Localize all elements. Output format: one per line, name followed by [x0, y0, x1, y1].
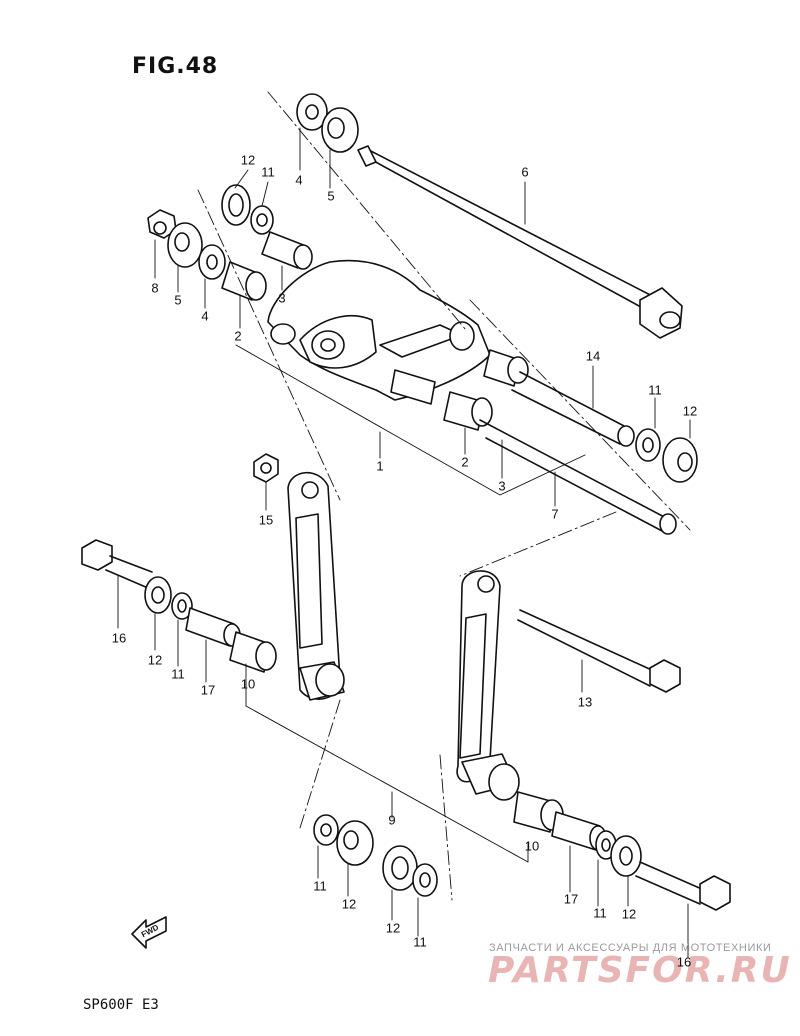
callout-12-bottom-b: 12	[385, 920, 401, 936]
seal-part-12-right	[662, 437, 698, 483]
callout-1: 1	[376, 458, 384, 474]
spacer-part-17-left	[185, 607, 241, 647]
callout-9: 9	[388, 812, 396, 828]
spacer-part-14	[511, 371, 635, 447]
washer-part-4-top	[296, 93, 328, 131]
callout-13: 13	[577, 694, 593, 710]
model-code: SP600F E3	[83, 997, 159, 1013]
callout-14: 14	[585, 348, 601, 364]
callout-5-top: 5	[327, 188, 335, 204]
callout-2-left: 2	[234, 328, 242, 344]
bearing-part-3-right	[483, 349, 529, 387]
callout-5-left: 5	[174, 292, 182, 308]
callout-12-lower-right: 12	[621, 906, 637, 922]
bearing-part-10-left	[229, 631, 277, 673]
watermark-logo: PARTSFOR.RU	[488, 950, 792, 991]
callout-12-upper-right: 12	[682, 403, 698, 419]
bearing-part-2-left	[221, 261, 267, 301]
callout-2-right: 2	[461, 454, 469, 470]
cushion-lever-part-1	[267, 259, 491, 405]
seal-part-12-lower-right	[610, 835, 642, 877]
bearing-part-2-right	[443, 391, 493, 431]
seal-part-12-bottom-b	[382, 845, 418, 891]
washer-part-4-left	[198, 244, 226, 280]
callout-6: 6	[521, 164, 529, 180]
callout-11-lower-right: 11	[593, 905, 607, 921]
callout-12-upper-left: 12	[240, 152, 256, 168]
shaft-part-7	[479, 419, 677, 535]
watermark-tagline: ЗАПЧАСТИ И АКСЕССУАРЫ ДЛЯ МОТОТЕХНИКИ	[489, 942, 772, 954]
callout-12-mid-left: 12	[147, 652, 163, 668]
bearing-part-3-left	[261, 231, 313, 270]
callout-11-bottom-a: 11	[313, 878, 327, 894]
cushion-rod-left	[287, 471, 345, 701]
washer-part-5-left	[167, 222, 203, 268]
forward-arrow-icon	[131, 916, 167, 949]
washer-part-11-bottom-b	[412, 863, 438, 897]
callout-8: 8	[151, 280, 159, 296]
leader-lines	[117, 127, 691, 959]
cushion-rod-right	[456, 570, 520, 801]
bolt-part-13	[517, 609, 681, 693]
bolt-part-16-right	[635, 861, 731, 911]
callout-11-upper-right: 11	[648, 382, 662, 398]
washer-part-11-left	[250, 205, 274, 235]
callout-11-mid-left: 11	[171, 666, 185, 682]
callout-17-right: 17	[563, 891, 579, 907]
callout-16-right: 16	[676, 954, 692, 970]
washer-part-11-lower-left	[171, 592, 193, 620]
callout-7: 7	[551, 506, 559, 522]
washer-part-11-bottom-a	[313, 814, 339, 846]
nut-part-8	[147, 209, 177, 239]
seal-part-12-bottom-a	[336, 820, 374, 866]
seal-part-12-left	[221, 184, 251, 226]
figure-title: FIG.48	[132, 54, 219, 79]
callout-4-top: 4	[295, 172, 303, 188]
callout-10-left: 10	[240, 676, 256, 692]
callout-11-upper-left: 11	[261, 164, 275, 180]
callout-12-bottom-a: 12	[341, 896, 357, 912]
bolt-part-6	[357, 145, 683, 339]
bolt-part-16-left	[81, 539, 153, 589]
washer-part-11-right	[635, 428, 661, 462]
callout-11-bottom-b: 11	[413, 934, 427, 950]
callout-17-left: 17	[200, 682, 216, 698]
alignment-centerlines	[197, 91, 691, 901]
callout-10-right: 10	[524, 838, 540, 854]
washer-part-5-top	[321, 107, 359, 153]
callout-4-left: 4	[201, 308, 209, 324]
callout-3-right: 3	[498, 478, 506, 494]
callout-16-left: 16	[111, 630, 127, 646]
callout-3-left: 3	[278, 290, 286, 306]
seal-part-12-lower-left	[144, 576, 172, 614]
nut-part-15	[253, 453, 279, 483]
callout-15: 15	[258, 512, 274, 528]
